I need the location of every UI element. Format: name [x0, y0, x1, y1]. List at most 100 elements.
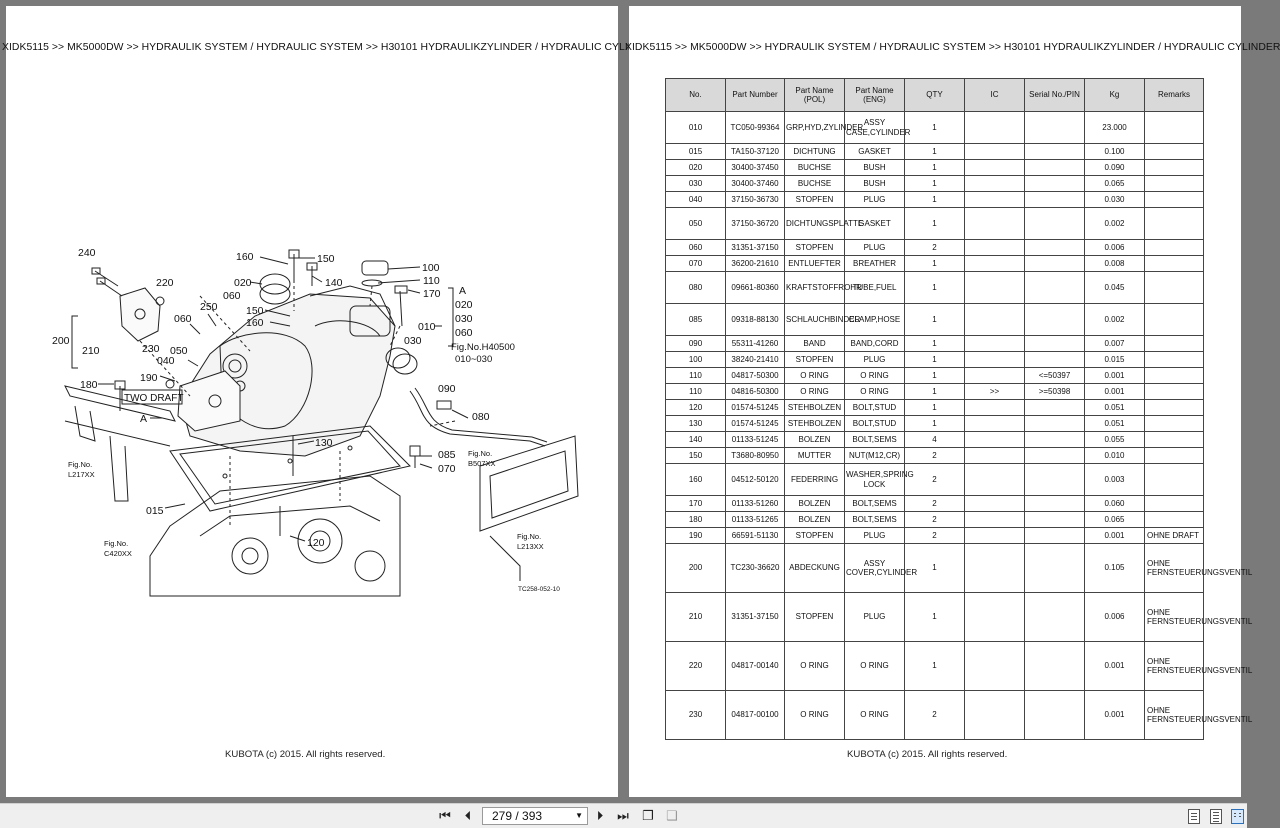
- cell-part-name-eng: BUSH: [844, 159, 905, 176]
- cell-qty: 1: [904, 367, 965, 384]
- callout-label: 060: [455, 327, 473, 339]
- cell-part-name-pol: BUCHSE: [784, 175, 845, 192]
- first-page-icon[interactable]: ⏮: [439, 808, 451, 823]
- cell-qty: 2: [904, 495, 965, 512]
- cell-part-name-eng: O RING: [844, 690, 905, 740]
- cell-serial: [1024, 641, 1085, 691]
- cell-ic: [964, 159, 1025, 176]
- cell-part-name-eng: BREATHER: [844, 255, 905, 272]
- cell-part-number: 01133-51265: [725, 511, 785, 528]
- cell-part-name-pol: O RING: [784, 690, 845, 740]
- callout-label: 085: [438, 449, 456, 461]
- callout-label: 210: [82, 345, 100, 357]
- cell-no: 080: [665, 271, 726, 304]
- callout-label: A: [140, 413, 147, 425]
- cell-part-name-pol: STOPFEN: [784, 527, 845, 544]
- cell-part-name-eng: BOLT,SEMS: [844, 431, 905, 448]
- callout-label: 240: [78, 247, 96, 259]
- cell-part-name-pol: BOLZEN: [784, 431, 845, 448]
- cell-remarks: [1144, 399, 1204, 416]
- last-page-icon[interactable]: ⏭: [617, 808, 629, 823]
- cell-qty: 1: [904, 191, 965, 208]
- cell-part-number: 30400-37460: [725, 175, 785, 192]
- cell-serial: >=50398: [1024, 383, 1085, 400]
- cell-serial: [1024, 239, 1085, 256]
- callout-label: 110: [423, 275, 440, 287]
- cell-ic: [964, 351, 1025, 368]
- copyright-notice: KUBOTA (c) 2015. All rights reserved.: [847, 749, 1008, 760]
- cell-part-number: 37150-36720: [725, 207, 785, 240]
- callout-label: 100: [422, 262, 440, 274]
- cell-ic: [964, 690, 1025, 740]
- cell-no: 020: [665, 159, 726, 176]
- single-page-view-icon[interactable]: [1188, 809, 1200, 824]
- cell-part-number: 04817-50300: [725, 367, 785, 384]
- cell-kg: 0.030: [1084, 191, 1145, 208]
- fig-ref: Fig.No.: [517, 532, 541, 541]
- cell-part-name-pol: GRP,HYD,ZYLINDER: [784, 111, 863, 144]
- cell-ic: [964, 641, 1025, 691]
- cell-kg: 0.100: [1084, 143, 1145, 160]
- cell-part-name-eng: BOLT,STUD: [844, 399, 905, 416]
- page-indicator: 279 / 393: [492, 809, 543, 823]
- cell-part-name-pol: BAND: [784, 335, 845, 352]
- cell-remarks: OHNE FERNSTEUERUNGSVENTIL: [1144, 690, 1252, 740]
- fig-ref: Fig.No.: [104, 539, 128, 548]
- next-page-icon[interactable]: ⏵: [596, 808, 604, 823]
- cell-qty: 1: [904, 271, 965, 304]
- cell-remarks: [1144, 351, 1204, 368]
- cell-serial: [1024, 207, 1085, 240]
- callout-label: 150: [246, 305, 264, 317]
- callout-label: 160: [236, 251, 254, 263]
- cell-part-number: TA150-37120: [725, 143, 785, 160]
- callout-label: 130: [315, 437, 333, 449]
- chevron-down-icon[interactable]: ▼: [575, 811, 583, 820]
- cell-kg: 0.001: [1084, 383, 1145, 400]
- cell-part-name-pol: O RING: [784, 641, 845, 691]
- cell-no: 220: [665, 641, 726, 691]
- cell-serial: [1024, 335, 1085, 352]
- cell-qty: 1: [904, 399, 965, 416]
- callout-label: 015: [146, 505, 164, 517]
- fit-width-icon[interactable]: ❑: [666, 808, 678, 823]
- cell-remarks: [1144, 111, 1204, 144]
- cell-part-name-pol: STOPFEN: [784, 592, 845, 642]
- callout-label: 170: [423, 288, 441, 300]
- cell-no: 130: [665, 415, 726, 432]
- cell-no: 040: [665, 191, 726, 208]
- cell-no: 030: [665, 175, 726, 192]
- cell-part-number: 55311-41260: [725, 335, 785, 352]
- two-page-view-icon[interactable]: [1231, 809, 1244, 824]
- continuous-view-icon[interactable]: [1210, 809, 1222, 824]
- column-header: Kg: [1084, 78, 1145, 112]
- fit-page-icon[interactable]: ❐: [642, 808, 654, 823]
- cell-remarks: [1144, 463, 1204, 496]
- cell-no: 120: [665, 399, 726, 416]
- cell-no: 110: [665, 367, 726, 384]
- cell-part-number: 09318-88130: [725, 303, 785, 336]
- previous-page-icon[interactable]: ⏴: [464, 808, 472, 823]
- cell-part-name-eng: O RING: [844, 367, 905, 384]
- cell-serial: [1024, 271, 1085, 304]
- cell-part-number: 04816-50300: [725, 383, 785, 400]
- callout-label: 010: [418, 321, 436, 333]
- cell-remarks: [1144, 415, 1204, 432]
- page-number-field[interactable]: 279 / 393 ▼: [482, 807, 588, 825]
- cell-qty: 1: [904, 207, 965, 240]
- cell-remarks: [1144, 175, 1204, 192]
- breadcrumb: XIDK5115 >> MK5000DW >> HYDRAULIK SYSTEM…: [2, 42, 658, 53]
- cell-ic: [964, 111, 1025, 144]
- cell-part-name-eng: BOLT,SEMS: [844, 511, 905, 528]
- fig-ref: L217XX: [68, 470, 95, 479]
- cell-ic: [964, 431, 1025, 448]
- callout-label: 230: [142, 343, 160, 355]
